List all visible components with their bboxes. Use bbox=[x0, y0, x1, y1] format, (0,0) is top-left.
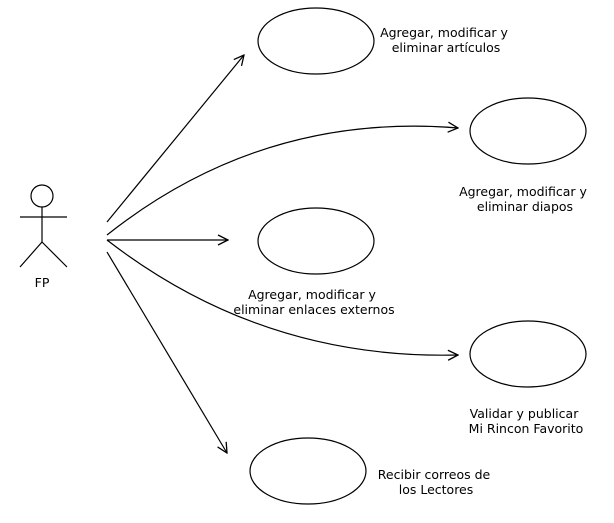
use-case-label-line: Mi Rincon Favorito bbox=[469, 421, 584, 436]
use-case-articulos[interactable]: Agregar, modificar y eliminar artículos bbox=[257, 7, 512, 75]
association-articulos bbox=[106, 55, 244, 223]
use-case-label-line: Agregar, modificar y bbox=[248, 287, 376, 302]
use-case-label: Recibir correos de los Lectores bbox=[378, 467, 494, 497]
use-case-label: Agregar, modificar y eliminar diapos bbox=[459, 184, 591, 214]
use-case-label-line: eliminar enlaces externos bbox=[233, 302, 394, 317]
use-case-label-line: Agregar, modificar y bbox=[459, 184, 587, 199]
actor-fp[interactable]: FP bbox=[19, 184, 68, 290]
use-case-diapos[interactable]: Agregar, modificar y eliminar diapos bbox=[459, 97, 591, 214]
use-case-correos[interactable]: Recibir correos de los Lectores bbox=[249, 437, 494, 505]
actor-right-leg bbox=[41, 241, 68, 268]
use-case-label-line: Validar y publicar bbox=[470, 406, 580, 421]
use-case-ellipse bbox=[469, 320, 587, 388]
use-case-ellipse bbox=[257, 7, 375, 75]
use-case-label-line: eliminar artículos bbox=[392, 40, 501, 55]
use-case-rincon[interactable]: Validar y publicar Mi Rincon Favorito bbox=[469, 320, 587, 436]
association-correos bbox=[106, 251, 227, 453]
actor-left-leg bbox=[19, 241, 43, 268]
use-case-ellipse bbox=[257, 207, 375, 275]
use-case-label: Agregar, modificar y eliminar artículos bbox=[380, 25, 512, 55]
use-case-ellipse bbox=[469, 97, 587, 165]
use-case-label-line: Agregar, modificar y bbox=[380, 25, 508, 40]
use-case-label-line: Recibir correos de bbox=[378, 467, 491, 482]
associations bbox=[106, 55, 458, 453]
use-case-label-line: los Lectores bbox=[399, 482, 474, 497]
actor-head bbox=[30, 184, 54, 208]
actor-label: FP bbox=[35, 275, 50, 290]
use-case-label-line: eliminar diapos bbox=[477, 199, 573, 214]
use-case-label: Agregar, modificar y eliminar enlaces ex… bbox=[233, 287, 394, 317]
use-case-enlaces[interactable]: Agregar, modificar y eliminar enlaces ex… bbox=[233, 207, 395, 317]
association-diapos bbox=[106, 126, 458, 236]
use-case-ellipse bbox=[249, 437, 367, 505]
use-case-label: Validar y publicar Mi Rincon Favorito bbox=[469, 406, 584, 436]
association-rincon bbox=[106, 239, 458, 355]
